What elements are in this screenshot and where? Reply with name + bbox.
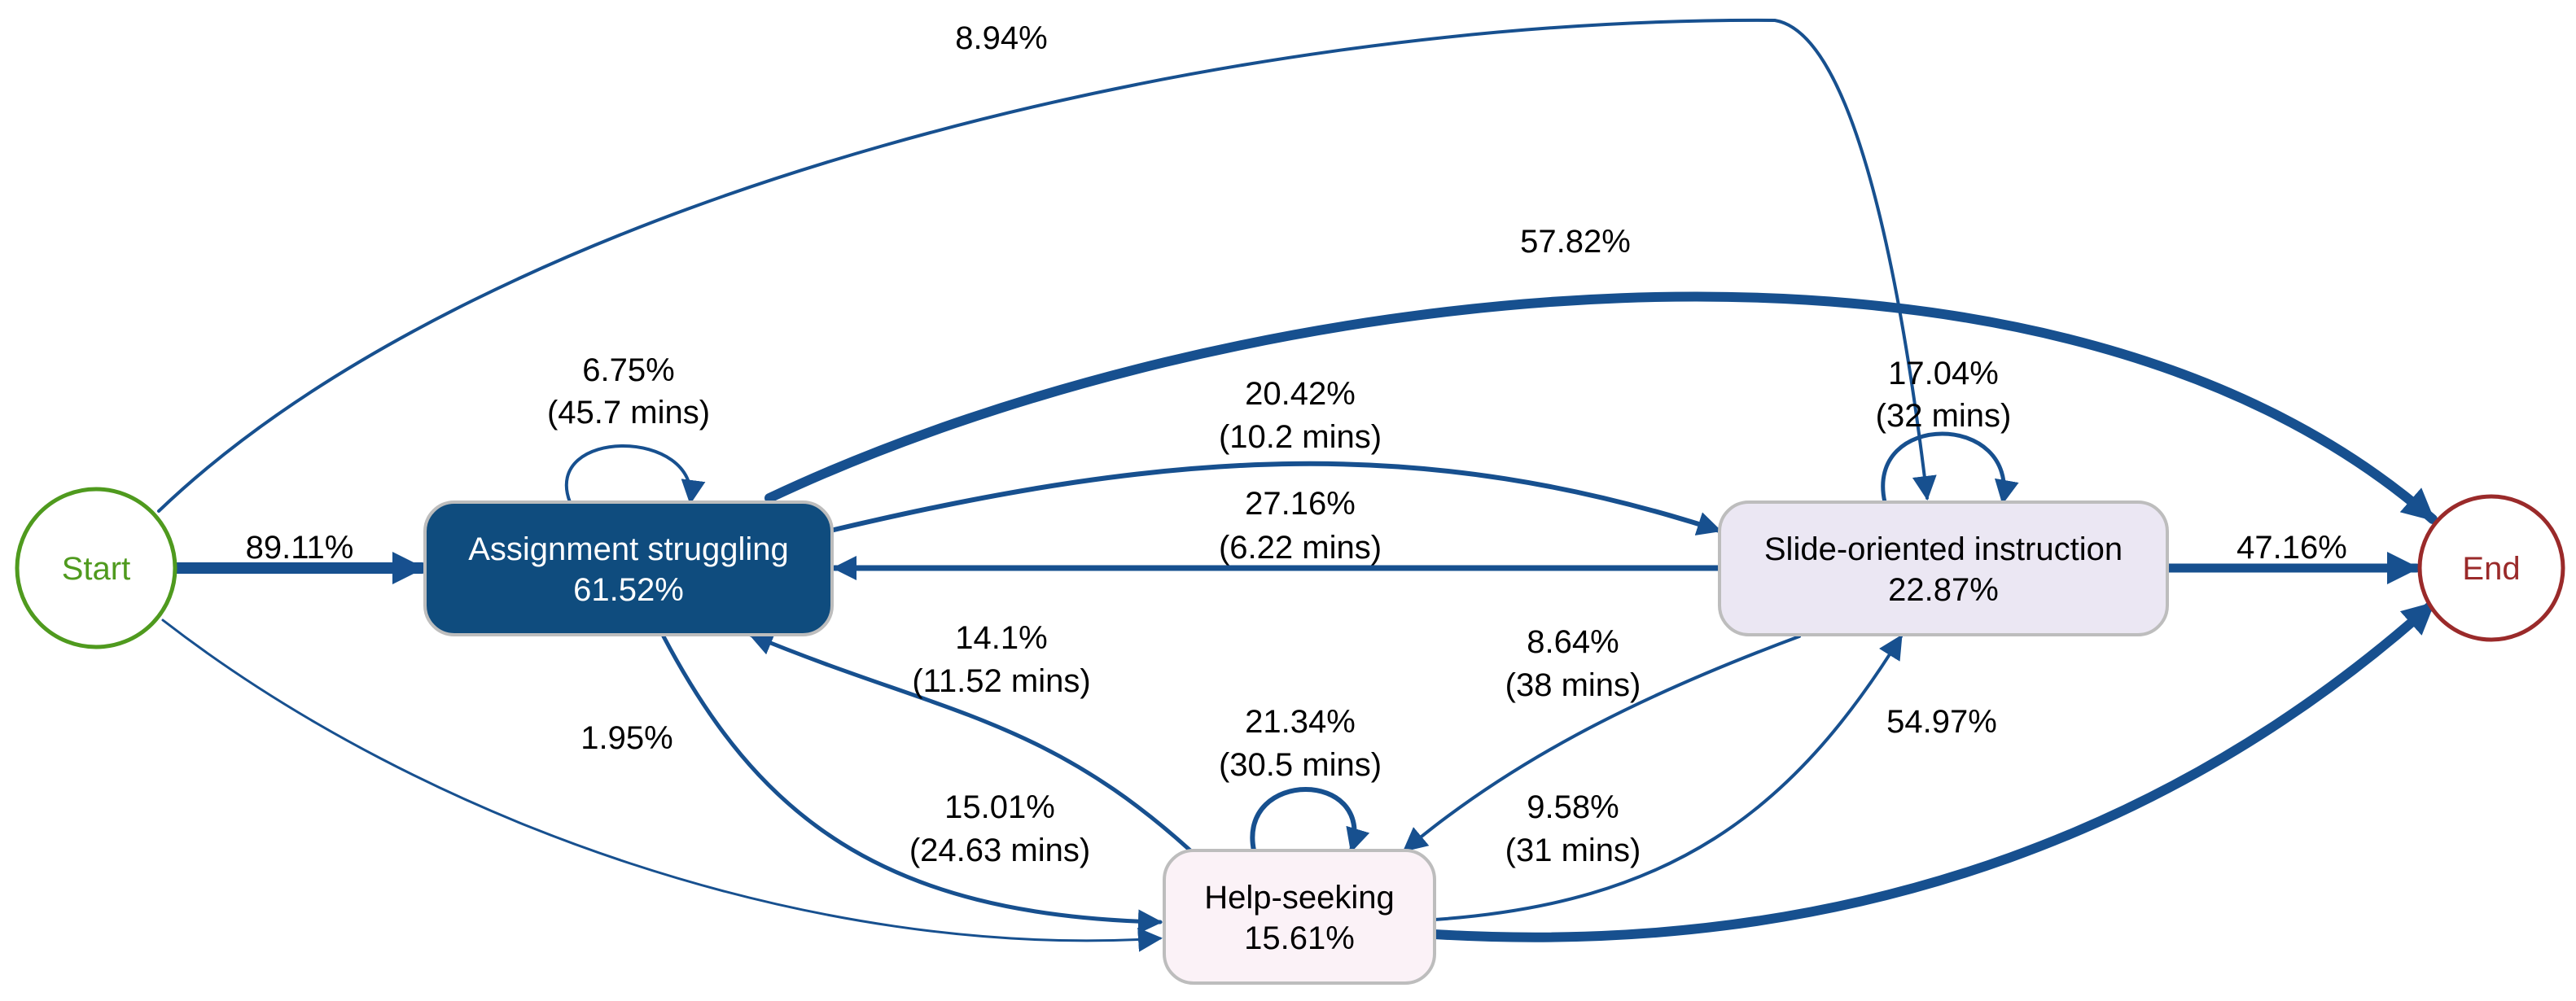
slide-oriented-instruction-label: Slide-oriented instruction bbox=[1764, 531, 2123, 567]
label-slide-self-time: (32 mins) bbox=[1876, 398, 2012, 434]
edge-assignment-to-help bbox=[661, 634, 1163, 934]
slide-oriented-instruction-value: 22.87% bbox=[1888, 572, 1999, 608]
label-slide-to-help-time: (38 mins) bbox=[1505, 667, 1641, 703]
assignment-struggling-label: Assignment struggling bbox=[468, 531, 789, 567]
label-assignment-to-slide-time: (10.2 mins) bbox=[1219, 419, 1382, 455]
edge-start-to-slide bbox=[157, 18, 1937, 513]
label-help-to-assignment-pct: 14.1% bbox=[955, 620, 1047, 656]
assignment-struggling-node[interactable] bbox=[423, 500, 834, 636]
start-node[interactable] bbox=[15, 487, 177, 649]
label-help-to-slide-time: (31 mins) bbox=[1505, 833, 1641, 868]
label-assignment-to-help-pct: 15.01% bbox=[944, 789, 1055, 825]
label-assignment-to-end-pct: 57.82% bbox=[1520, 224, 1631, 260]
label-help-self-pct: 21.34% bbox=[1245, 704, 1356, 740]
label-slide-to-end-pct: 47.16% bbox=[2236, 530, 2347, 566]
label-start-to-help-pct: 1.95% bbox=[580, 720, 672, 756]
label-start-to-slide-pct: 8.94% bbox=[955, 20, 1047, 56]
end-node[interactable] bbox=[2417, 494, 2565, 642]
edge-help-self-loop bbox=[1250, 787, 1370, 853]
label-slide-to-assignment-time: (6.22 mins) bbox=[1219, 530, 1382, 566]
label-slide-to-help-pct: 8.64% bbox=[1527, 624, 1619, 660]
edge-assignment-to-slide bbox=[828, 461, 1722, 535]
edge-assignment-self-loop bbox=[564, 444, 706, 505]
help-seeking-label: Help-seeking bbox=[1204, 880, 1394, 916]
label-assignment-self-time: (45.7 mins) bbox=[547, 395, 710, 431]
label-slide-to-assignment-pct: 27.16% bbox=[1245, 486, 1356, 522]
label-assignment-to-help-time: (24.63 mins) bbox=[909, 833, 1090, 868]
label-help-to-slide-pct: 9.58% bbox=[1527, 789, 1619, 825]
edge-help-to-slide bbox=[1433, 634, 1903, 921]
label-start-to-assignment-pct: 89.11% bbox=[246, 530, 354, 566]
slide-oriented-instruction-node[interactable] bbox=[1718, 500, 2169, 636]
label-assignment-self-pct: 6.75% bbox=[582, 352, 674, 388]
label-help-to-assignment-time: (11.52 mins) bbox=[912, 663, 1090, 699]
help-seeking-value: 15.61% bbox=[1244, 920, 1355, 956]
label-help-to-end-pct: 54.97% bbox=[1886, 704, 1997, 740]
label-slide-self-pct: 17.04% bbox=[1888, 356, 1999, 391]
edge-slide-self-loop bbox=[1881, 431, 2019, 505]
end-node-label: End bbox=[2462, 551, 2520, 587]
edge-help-to-assignment bbox=[748, 632, 1193, 853]
edge-assignment-to-end bbox=[764, 291, 2438, 524]
edge-help-to-end bbox=[1430, 599, 2438, 942]
label-help-self-time: (30.5 mins) bbox=[1219, 747, 1382, 783]
label-assignment-to-slide-pct: 20.42% bbox=[1245, 376, 1356, 412]
start-node-label: Start bbox=[62, 551, 130, 587]
edge-start-to-help bbox=[161, 619, 1163, 952]
edge-slide-to-help bbox=[1402, 635, 1801, 852]
help-seeking-node[interactable] bbox=[1163, 849, 1436, 985]
assignment-struggling-value: 61.52% bbox=[573, 572, 684, 608]
